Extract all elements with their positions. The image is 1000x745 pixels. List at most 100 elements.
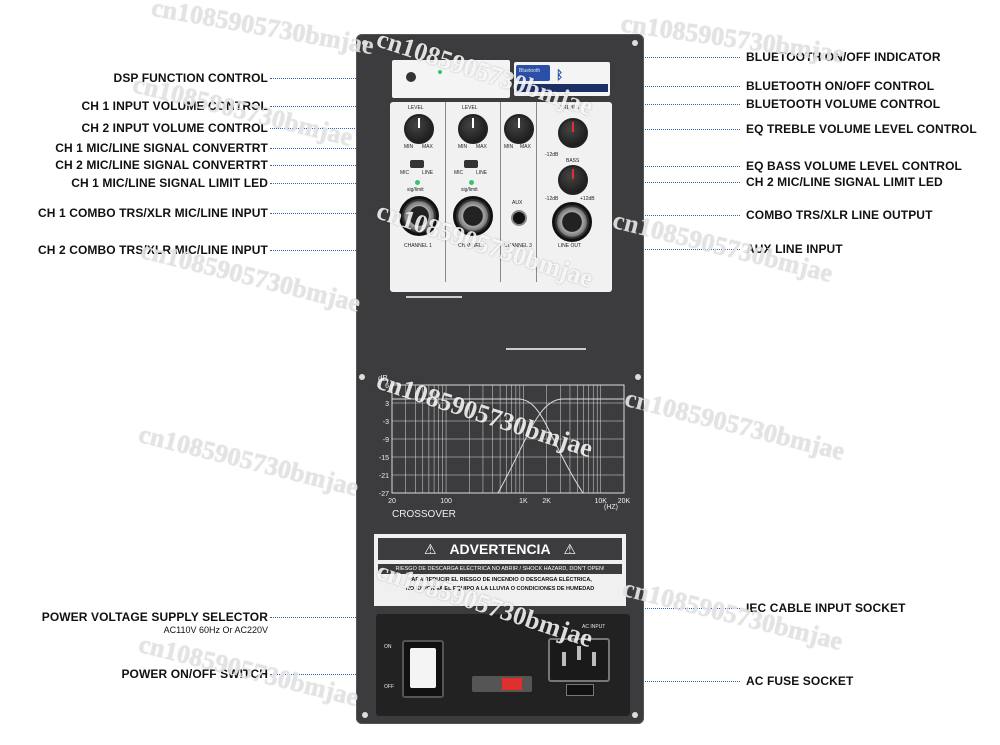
leader-line: [270, 78, 410, 79]
line-out-label: LINE OUT: [558, 243, 582, 249]
bt-min-label: MIN: [504, 144, 514, 150]
warning-line-2: PARA REDUCIR EL RIESGO DE INCENDIO O DES…: [408, 577, 592, 583]
hz-unit-label: (HZ): [604, 504, 618, 511]
ch1-level-label: LEVEL: [408, 105, 424, 111]
voltage-selector-tab[interactable]: [502, 678, 522, 690]
ch2-level-label: LEVEL: [462, 105, 478, 111]
power-bay: ON OFF AC INPUT: [376, 614, 630, 716]
ch1-sig-label: sig/limit: [407, 187, 424, 193]
watermark-text: cn1085905730bmjae: [621, 383, 848, 466]
crossover-title: CROSSOVER: [392, 509, 456, 519]
db-tick-label: -21: [379, 473, 389, 480]
line-output-jack[interactable]: [552, 202, 592, 242]
treble-label: TREBLE: [560, 105, 580, 111]
aux-label: AUX: [512, 200, 523, 206]
bluetooth-status-bar: [516, 84, 608, 92]
bluetooth-badge: Bluetooth: [516, 65, 550, 81]
leader-line: [270, 674, 410, 675]
leader-line: [576, 166, 740, 167]
callout-line-output: COMBO TRS/XLR LINE OUTPUT: [746, 208, 933, 222]
iec-socket[interactable]: [548, 638, 610, 682]
ch1-mic-line-switch[interactable]: [410, 160, 424, 168]
callout-power-switch: POWER ON/OFF SWITCH: [121, 667, 268, 681]
ch1-min-label: MIN: [404, 144, 414, 150]
ch1-combo-input-jack[interactable]: [399, 196, 439, 236]
bass-minus-label: -12dB: [545, 152, 559, 158]
leader-line: [584, 129, 740, 130]
mounting-hole: [632, 712, 638, 718]
dsp-led: [438, 70, 442, 74]
callout-ch2-combo-input: CH 2 COMBO TRS/XLR MIC/LINE INPUT: [38, 243, 268, 257]
power-rocker[interactable]: [410, 648, 436, 688]
aux-input-jack[interactable]: [511, 210, 527, 226]
decorative-dash: [406, 296, 462, 298]
ch2-mic-label: MIC: [454, 170, 464, 176]
iec-pin: [577, 646, 581, 660]
db-tick-label: -15: [379, 455, 389, 462]
mounting-hole: [362, 712, 368, 718]
callout-voltage-selector: POWER VOLTAGE SUPPLY SELECTOR: [41, 610, 268, 624]
warning-label: ⚠ ADVERTENCIA ⚠ RIESGO DE DESCARGA ELÉCT…: [374, 534, 626, 606]
dsp-knob[interactable]: [406, 72, 416, 82]
ch2-line-label: LINE: [476, 170, 488, 176]
ac-input-label: AC INPUT: [582, 624, 606, 630]
power-on-label: ON: [384, 644, 392, 650]
callout-fuse-socket: AC FUSE SOCKET: [746, 674, 854, 688]
leader-line: [270, 617, 410, 618]
callout-dsp-function-control: DSP FUNCTION CONTROL: [113, 71, 268, 85]
warning-triangle-icon: ⚠: [563, 541, 576, 557]
leader-line: [270, 213, 400, 214]
channel-control-bay: LEVEL LEVEL TREBLE MIN MAX MIN MAX MIN M…: [390, 102, 612, 292]
voltage-selector-subtitle: AC110V 60Hz Or AC220V: [163, 625, 268, 635]
hz-tick-label: 20: [388, 498, 396, 505]
ch1-line-label: LINE: [422, 170, 434, 176]
channel1-label: CHANNEL 1: [404, 243, 432, 249]
ch1-limit-led: [415, 180, 420, 185]
callout-ch1-limit-led: CH 1 MIC/LINE SIGNAL LIMIT LED: [71, 176, 268, 190]
bt-max-label: MAX: [520, 144, 531, 150]
leader-line: [568, 86, 740, 87]
warning-line-3: NO EXPONGA EL EQUIPO A LA LLUVIA O CONDI…: [405, 586, 595, 592]
channel3-label: CHANNEL 3: [504, 243, 532, 249]
hz-tick-label: 100: [440, 498, 452, 505]
ch2-level-knob[interactable]: [458, 114, 488, 144]
ch2-min-label: MIN: [458, 144, 468, 150]
watermark-text: cn1085905730bmjae: [135, 419, 362, 502]
mounting-hole: [632, 40, 638, 46]
ch1-max-label: MAX: [422, 144, 433, 150]
callout-ch2-limit-led: CH 2 MIC/LINE SIGNAL LIMIT LED: [746, 175, 943, 189]
db-tick-label: 3: [385, 401, 389, 408]
ch2-limit-led: [469, 180, 474, 185]
hz-tick-label: 20K: [618, 498, 631, 505]
warning-triangle-icon: ⚠: [424, 541, 437, 557]
leader-line: [604, 608, 740, 609]
callout-bluetooth-control: BLUETOOTH ON/OFF CONTROL: [746, 79, 935, 93]
bass-knob[interactable]: [558, 165, 588, 195]
bluetooth-module: Bluetooth ᛒ: [514, 62, 610, 96]
fuse-holder[interactable]: [566, 684, 594, 696]
bluetooth-volume-knob[interactable]: [504, 114, 534, 144]
ch2-mic-line-switch[interactable]: [464, 160, 478, 168]
power-switch[interactable]: [402, 640, 444, 698]
warning-line-1: RIESGO DE DESCARGA ELÉCTRICA NO ABRIR / …: [378, 564, 622, 574]
divider: [500, 102, 501, 282]
lowpass-curve: [392, 398, 584, 494]
callout-ch1-input-volume: CH 1 INPUT VOLUME CONTROL: [81, 99, 268, 113]
voltage-selector[interactable]: [472, 676, 532, 692]
ch2-combo-input-jack[interactable]: [453, 196, 493, 236]
leader-line: [570, 681, 740, 682]
channel2-label: CHANNEL 2: [458, 243, 486, 249]
db-tick-labels: 63-3-9-15-21-27: [379, 383, 389, 498]
treble-knob[interactable]: [558, 118, 588, 148]
power-off-label: OFF: [384, 684, 394, 690]
bluetooth-label: Bluetooth: [519, 68, 541, 74]
watermark-text: cn1085905730bmjae: [149, 0, 377, 61]
bluetooth-icon[interactable]: ᛒ: [556, 68, 564, 82]
amplifier-panel: Bluetooth ᛒ LEVEL LEVEL TREBLE MIN MAX M…: [356, 34, 644, 724]
callout-ch1-mic-line-converter: CH 1 MIC/LINE SIGNAL CONVERTRT: [55, 141, 268, 155]
leader-line: [270, 148, 410, 149]
bass-label: BASS: [566, 158, 580, 164]
ch1-level-knob[interactable]: [404, 114, 434, 144]
db-tick-label: 6: [385, 383, 389, 390]
callout-iec-socket: IEC CABLE INPUT SOCKET: [746, 601, 906, 615]
